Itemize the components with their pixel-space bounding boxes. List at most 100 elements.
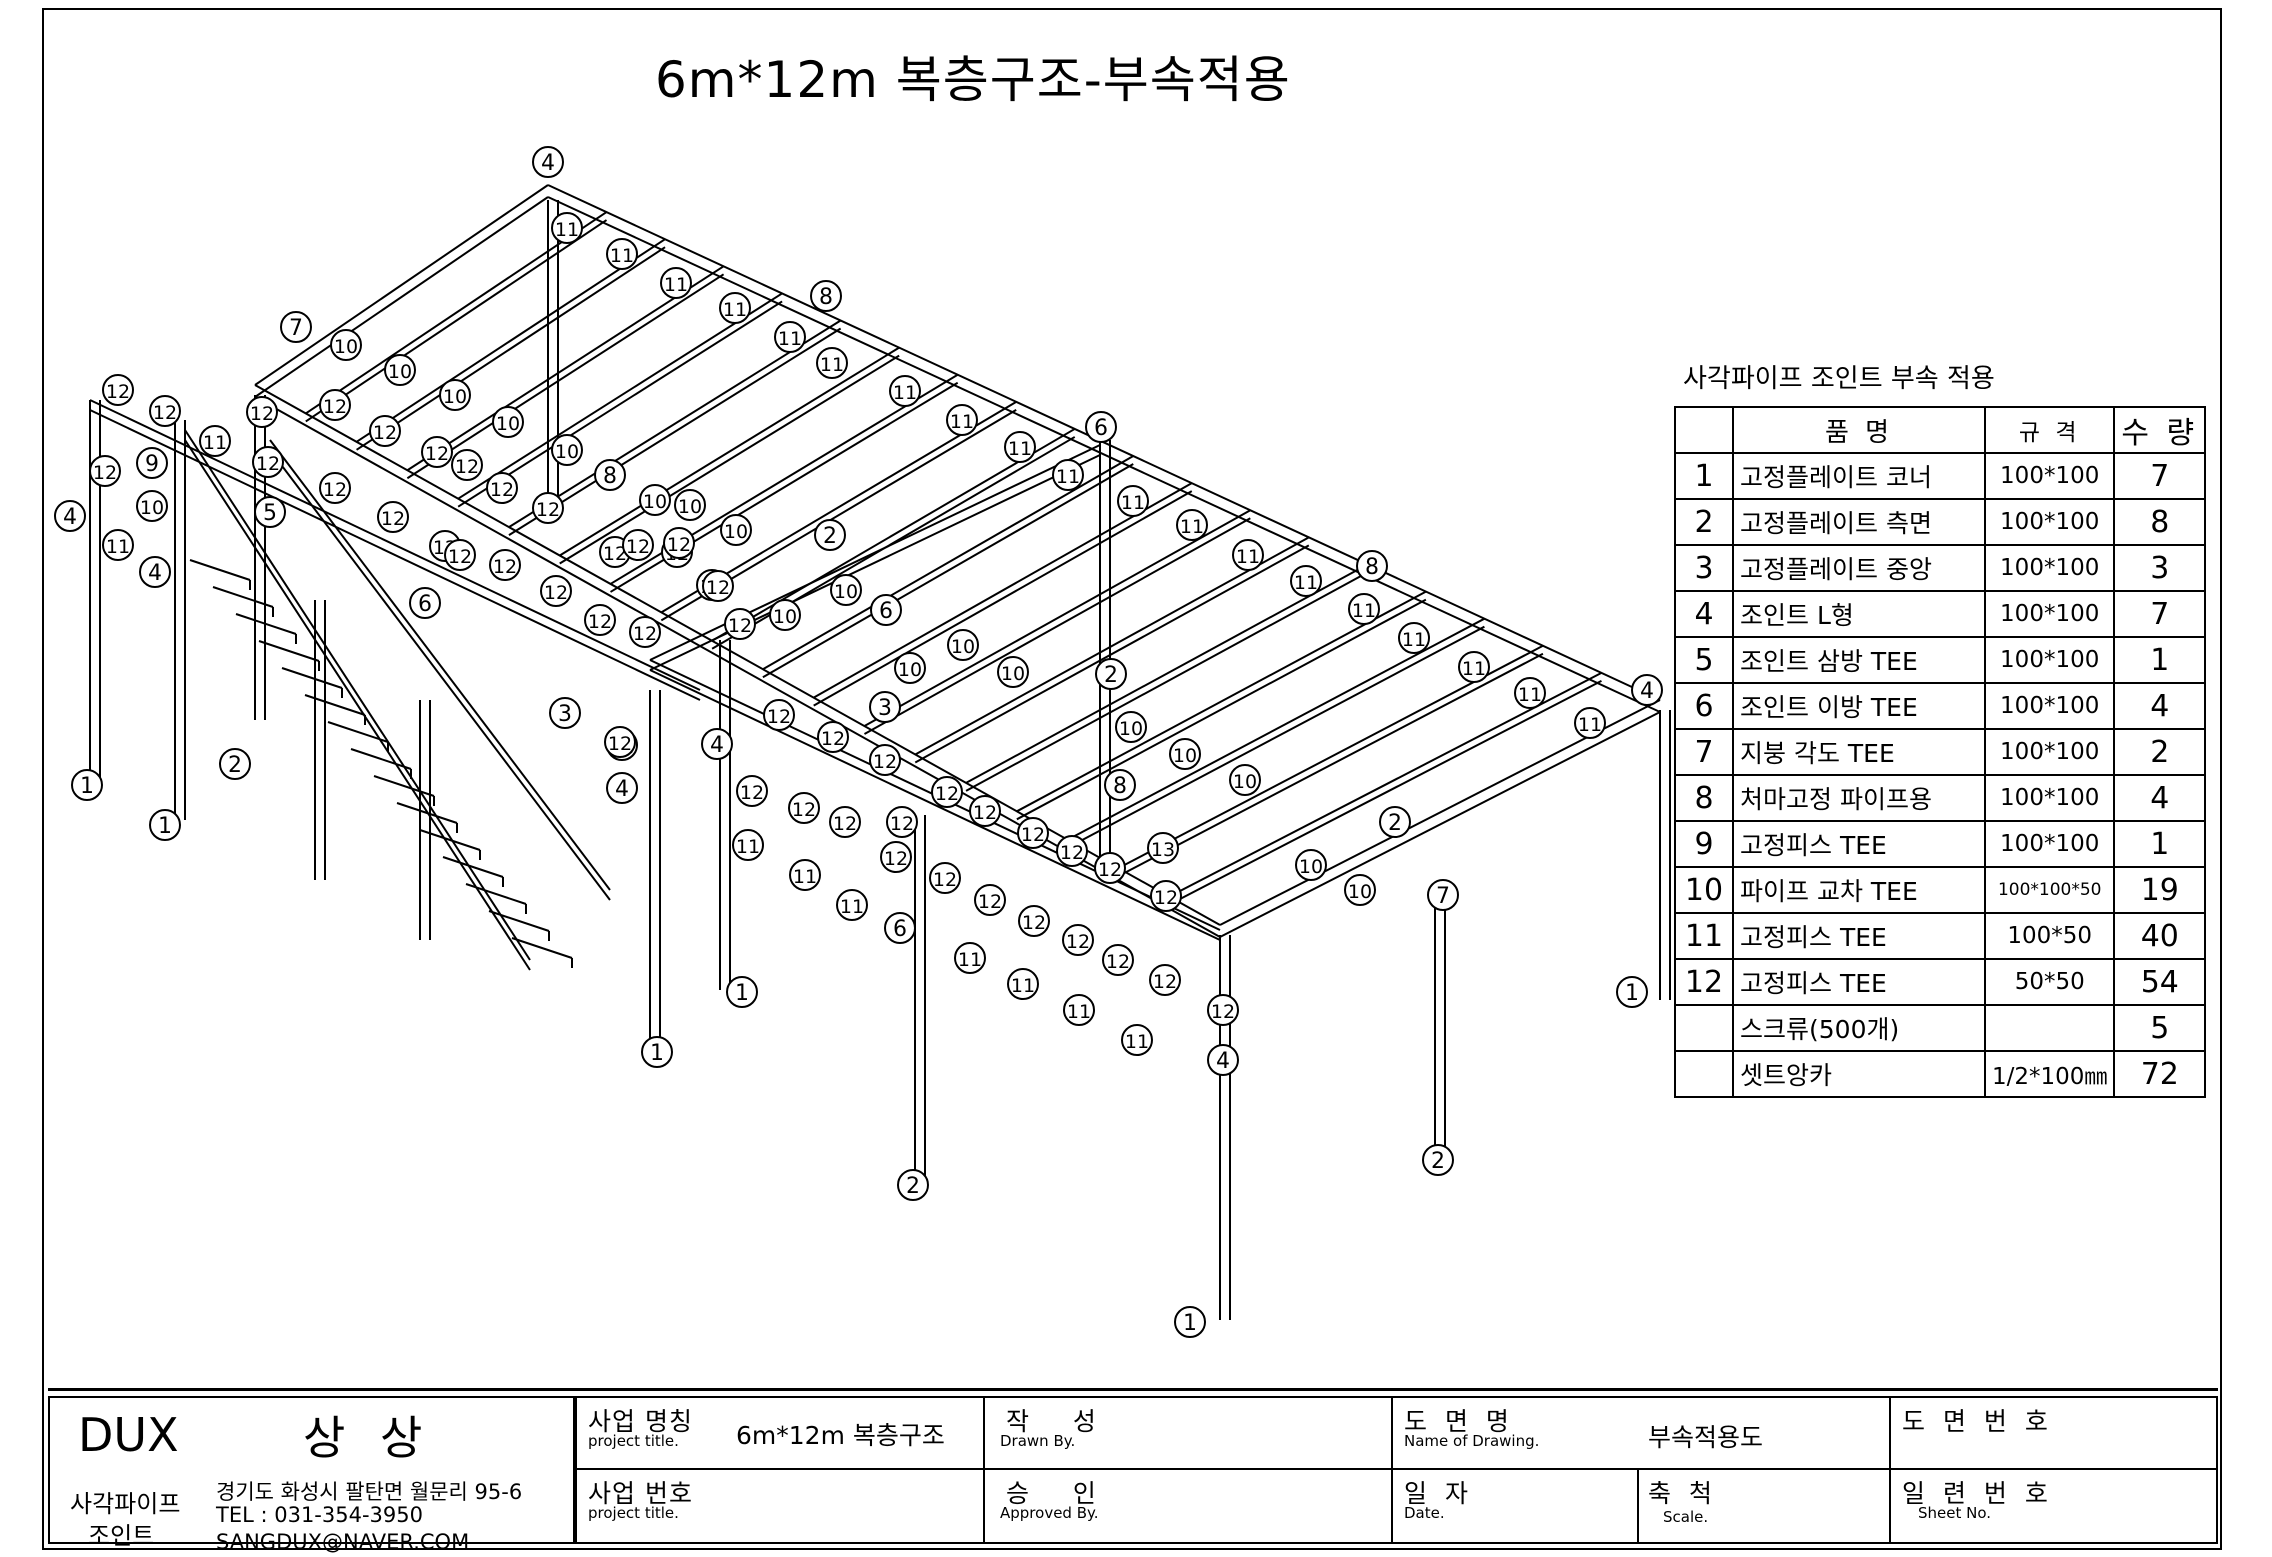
- frame-member: [254, 184, 549, 386]
- callout-circle: [954, 942, 986, 974]
- callout-number: 10: [951, 636, 975, 658]
- callout-number: 12: [1022, 912, 1046, 934]
- parts-cell-qty: 4: [2113, 682, 2207, 730]
- parts-cell-spec: 100*100*50: [1983, 866, 2116, 914]
- parts-cell-spec: 100*100: [1983, 590, 2116, 638]
- frame-member: [212, 586, 274, 608]
- part-callout: 11: [1398, 622, 1430, 654]
- part-callout: 10: [492, 406, 524, 438]
- callout-circle: [719, 292, 751, 324]
- part-callout: 8: [1104, 769, 1136, 801]
- callout-circle: [71, 769, 103, 801]
- part-callout: 12: [369, 415, 401, 447]
- frame-member: [649, 454, 1101, 671]
- callout-number: 4: [63, 505, 77, 530]
- callout-circle: [1017, 817, 1049, 849]
- callout-circle: [788, 792, 820, 824]
- frame-member: [269, 449, 611, 901]
- part-callout: 4: [701, 728, 733, 760]
- callout-circle: [674, 489, 706, 521]
- drawn-sub: Drawn By.: [1000, 1432, 1076, 1450]
- part-callout: 12: [763, 699, 795, 731]
- part-callout: 7: [1427, 879, 1459, 911]
- callout-number: 12: [93, 462, 117, 484]
- brand-name: 상 상: [303, 1411, 433, 1465]
- callout-circle: [136, 447, 168, 479]
- callout-number: 12: [493, 556, 517, 578]
- callout-circle: [1176, 509, 1208, 541]
- parts-cell-qty: 7: [2113, 590, 2207, 638]
- parts-table-header: 품 명 규 격 수 량: [1674, 406, 2207, 454]
- callout-number: 13: [1151, 839, 1175, 861]
- parts-cell-name: 고정피스 TEE: [1732, 820, 1986, 868]
- part-callout: 12: [489, 549, 521, 581]
- parts-cell-name: 고정플레이트 코너: [1732, 452, 1986, 500]
- part-callout: 12: [1062, 924, 1094, 956]
- part-callout: 11: [1004, 431, 1036, 463]
- callout-circle: [492, 406, 524, 438]
- title-block: DUX 상 상 사각파이프 조인트 경기도 화성시 팔탄면 월문리 95-6 T…: [48, 1388, 2218, 1554]
- callout-number: 7: [1436, 884, 1450, 909]
- callout-circle: [319, 389, 351, 421]
- company-line2: 조인트: [88, 1522, 155, 1550]
- part-callout: 3: [549, 697, 581, 729]
- callout-number: 10: [1299, 856, 1323, 878]
- part-callout: 12: [604, 726, 636, 758]
- frame-member: [281, 667, 343, 689]
- parts-cell-name: 파이프 교차 TEE: [1732, 866, 1986, 914]
- callout-number: 12: [728, 615, 752, 637]
- callout-circle: [870, 594, 902, 626]
- part-callout: 12: [622, 529, 654, 561]
- part-callout: 10: [947, 629, 979, 661]
- callout-circle: [1147, 832, 1179, 864]
- part-callout: 12: [931, 776, 963, 808]
- part-callout: 8: [1356, 550, 1388, 582]
- parts-cell-qty: 19: [2113, 866, 2207, 914]
- callout-circle: [489, 549, 521, 581]
- part-callout: 11: [1232, 539, 1264, 571]
- frame-member: [508, 319, 842, 528]
- callout-number: 1: [650, 1041, 664, 1066]
- parts-cell-spec: 100*100: [1983, 728, 2116, 776]
- header-qty: 수 량: [2113, 406, 2207, 454]
- part-callout: 10: [769, 599, 801, 631]
- callout-circle: [246, 396, 278, 428]
- drawing-no-label: 도 면 번 호: [1902, 1407, 2053, 1436]
- callout-number: 12: [608, 733, 632, 755]
- callout-number: 6: [879, 599, 893, 624]
- callout-number: 11: [1294, 572, 1318, 594]
- callout-circle: [720, 514, 752, 546]
- part-callout: 12: [102, 374, 134, 406]
- callout-circle: [409, 587, 441, 619]
- parts-cell-no: 12: [1674, 958, 1734, 1006]
- callout-circle: [1094, 852, 1126, 884]
- callout-circle: [319, 472, 351, 504]
- callout-number: 10: [1119, 718, 1143, 740]
- part-callout: 10: [830, 574, 862, 606]
- callout-number: 12: [256, 453, 280, 475]
- part-callout: 11: [1063, 994, 1095, 1026]
- date-sub: Date.: [1404, 1504, 1445, 1522]
- callout-number: 12: [633, 623, 657, 645]
- callout-circle: [1007, 968, 1039, 1000]
- callout-number: 12: [1060, 842, 1084, 864]
- callout-number: 6: [1094, 416, 1108, 441]
- part-callout: 11: [660, 267, 692, 299]
- callout-number: 10: [1173, 745, 1197, 767]
- callout-circle: [946, 404, 978, 436]
- part-callout: 11: [199, 425, 231, 457]
- part-callout: 11: [1176, 509, 1208, 541]
- callout-circle: [1150, 880, 1182, 912]
- callout-circle: [724, 608, 756, 640]
- callout-number: 12: [935, 783, 959, 805]
- callout-circle: [149, 809, 181, 841]
- parts-cell-qty: 2: [2113, 728, 2207, 776]
- callout-circle: [889, 375, 921, 407]
- part-callout: 10: [720, 514, 752, 546]
- callout-number: 8: [1113, 774, 1127, 799]
- callout-circle: [1514, 677, 1546, 709]
